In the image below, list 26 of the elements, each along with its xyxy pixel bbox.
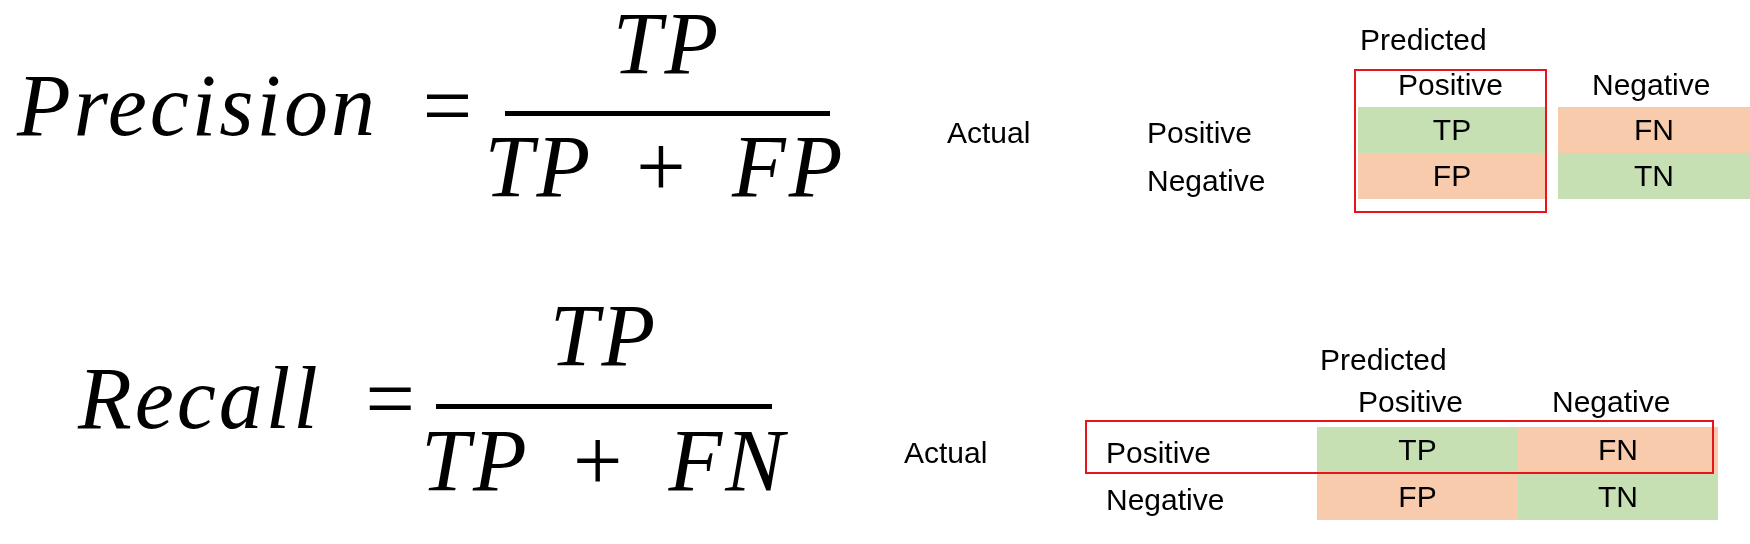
axis-label: Predicted	[1360, 25, 1487, 55]
column-header: Positive	[1358, 387, 1464, 417]
matrix-cell: TP	[1317, 427, 1518, 473]
matrix-cell: TN	[1558, 153, 1750, 199]
axis-label: Actual	[947, 118, 1031, 148]
column-header: Negative	[1552, 387, 1671, 417]
denominator-text: TP + FP	[484, 123, 846, 211]
matrix-cell: FP	[1317, 473, 1518, 520]
column-header: Positive	[1398, 70, 1504, 100]
matrix-cell: TN	[1518, 473, 1718, 520]
formula-label: Precision =	[17, 62, 480, 150]
denominator-text: TP + FN	[421, 417, 787, 505]
numerator-text: TP	[612, 0, 722, 88]
matrix-cell: FP	[1358, 153, 1546, 199]
column-header: Negative	[1592, 70, 1711, 100]
row-header: Positive	[1147, 118, 1253, 148]
row-header: Negative	[1106, 485, 1225, 515]
matrix-cell: TP	[1358, 107, 1546, 153]
matrix-cell: FN	[1518, 427, 1718, 473]
axis-label: Actual	[904, 438, 988, 468]
row-header: Positive	[1106, 438, 1212, 468]
matrix-cell: FN	[1558, 107, 1750, 153]
axis-label: Predicted	[1320, 345, 1447, 375]
numerator-text: TP	[549, 292, 659, 380]
formula-label: Recall =	[78, 355, 423, 443]
row-header: Negative	[1147, 166, 1266, 196]
